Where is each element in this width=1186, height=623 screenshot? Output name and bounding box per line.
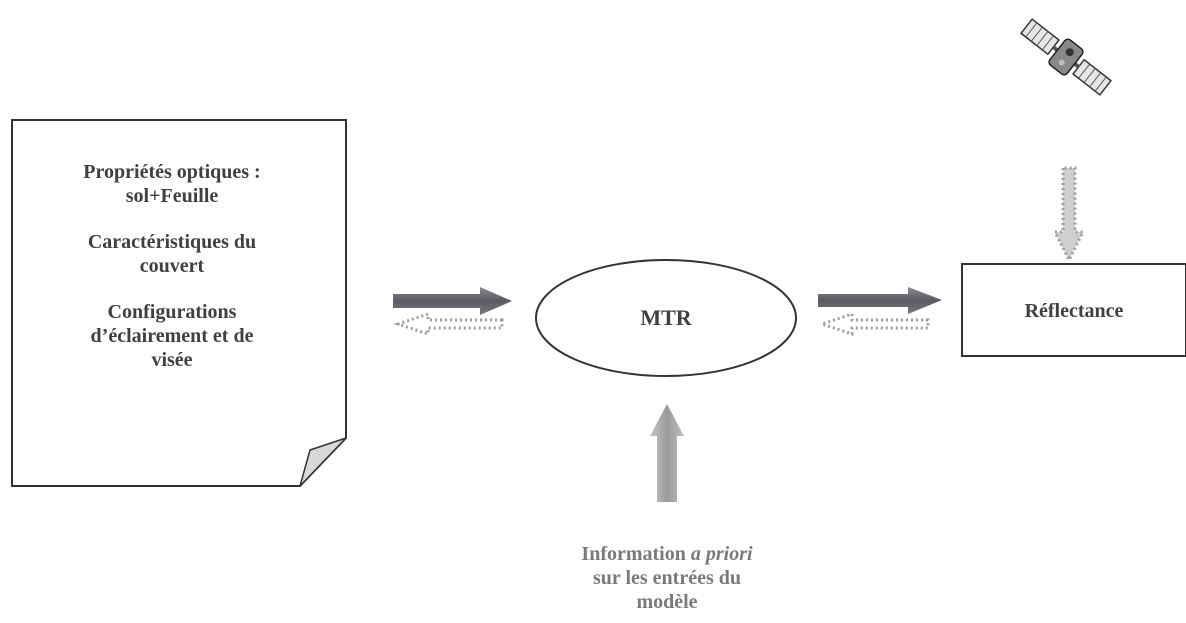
satellite-icon [1020,18,1112,96]
optical-properties-sublabel: sol+Feuille [125,185,219,207]
canopy-characteristics-label: Caractéristiques du [87,231,257,253]
input-note [11,119,347,487]
model-label: MTR [640,305,692,330]
arrow-model-to-output [818,287,942,314]
output-label: Réflectance [1024,300,1124,322]
prior-info-line3: modèle [636,591,698,613]
prior-info-line2: sur les entrées du [593,567,741,589]
arrow-model-to-input [393,311,504,337]
arrow-prior-to-model [650,404,684,502]
optical-properties-label: Propriétés optiques : [83,161,261,183]
prior-info-italic: a priori [690,543,753,565]
note-fold [299,437,347,487]
input-note-text: Propriétés optiques : sol+Feuille Caract… [32,160,312,372]
configurations-sublabel-2: visée [151,349,193,371]
output-node [961,263,1186,357]
arrow-input-to-model [393,287,512,315]
arrow-satellite-to-output [1052,166,1086,264]
prior-info-label: Information [581,543,686,565]
prior-info-text: Information a priori sur les entrées du … [517,542,817,614]
arrow-output-to-model [817,311,930,337]
model-node [535,259,797,377]
configurations-sublabel: d’éclairement et de [90,325,254,347]
canopy-characteristics-sublabel: couvert [139,255,205,277]
configurations-label: Configurations [107,301,237,323]
